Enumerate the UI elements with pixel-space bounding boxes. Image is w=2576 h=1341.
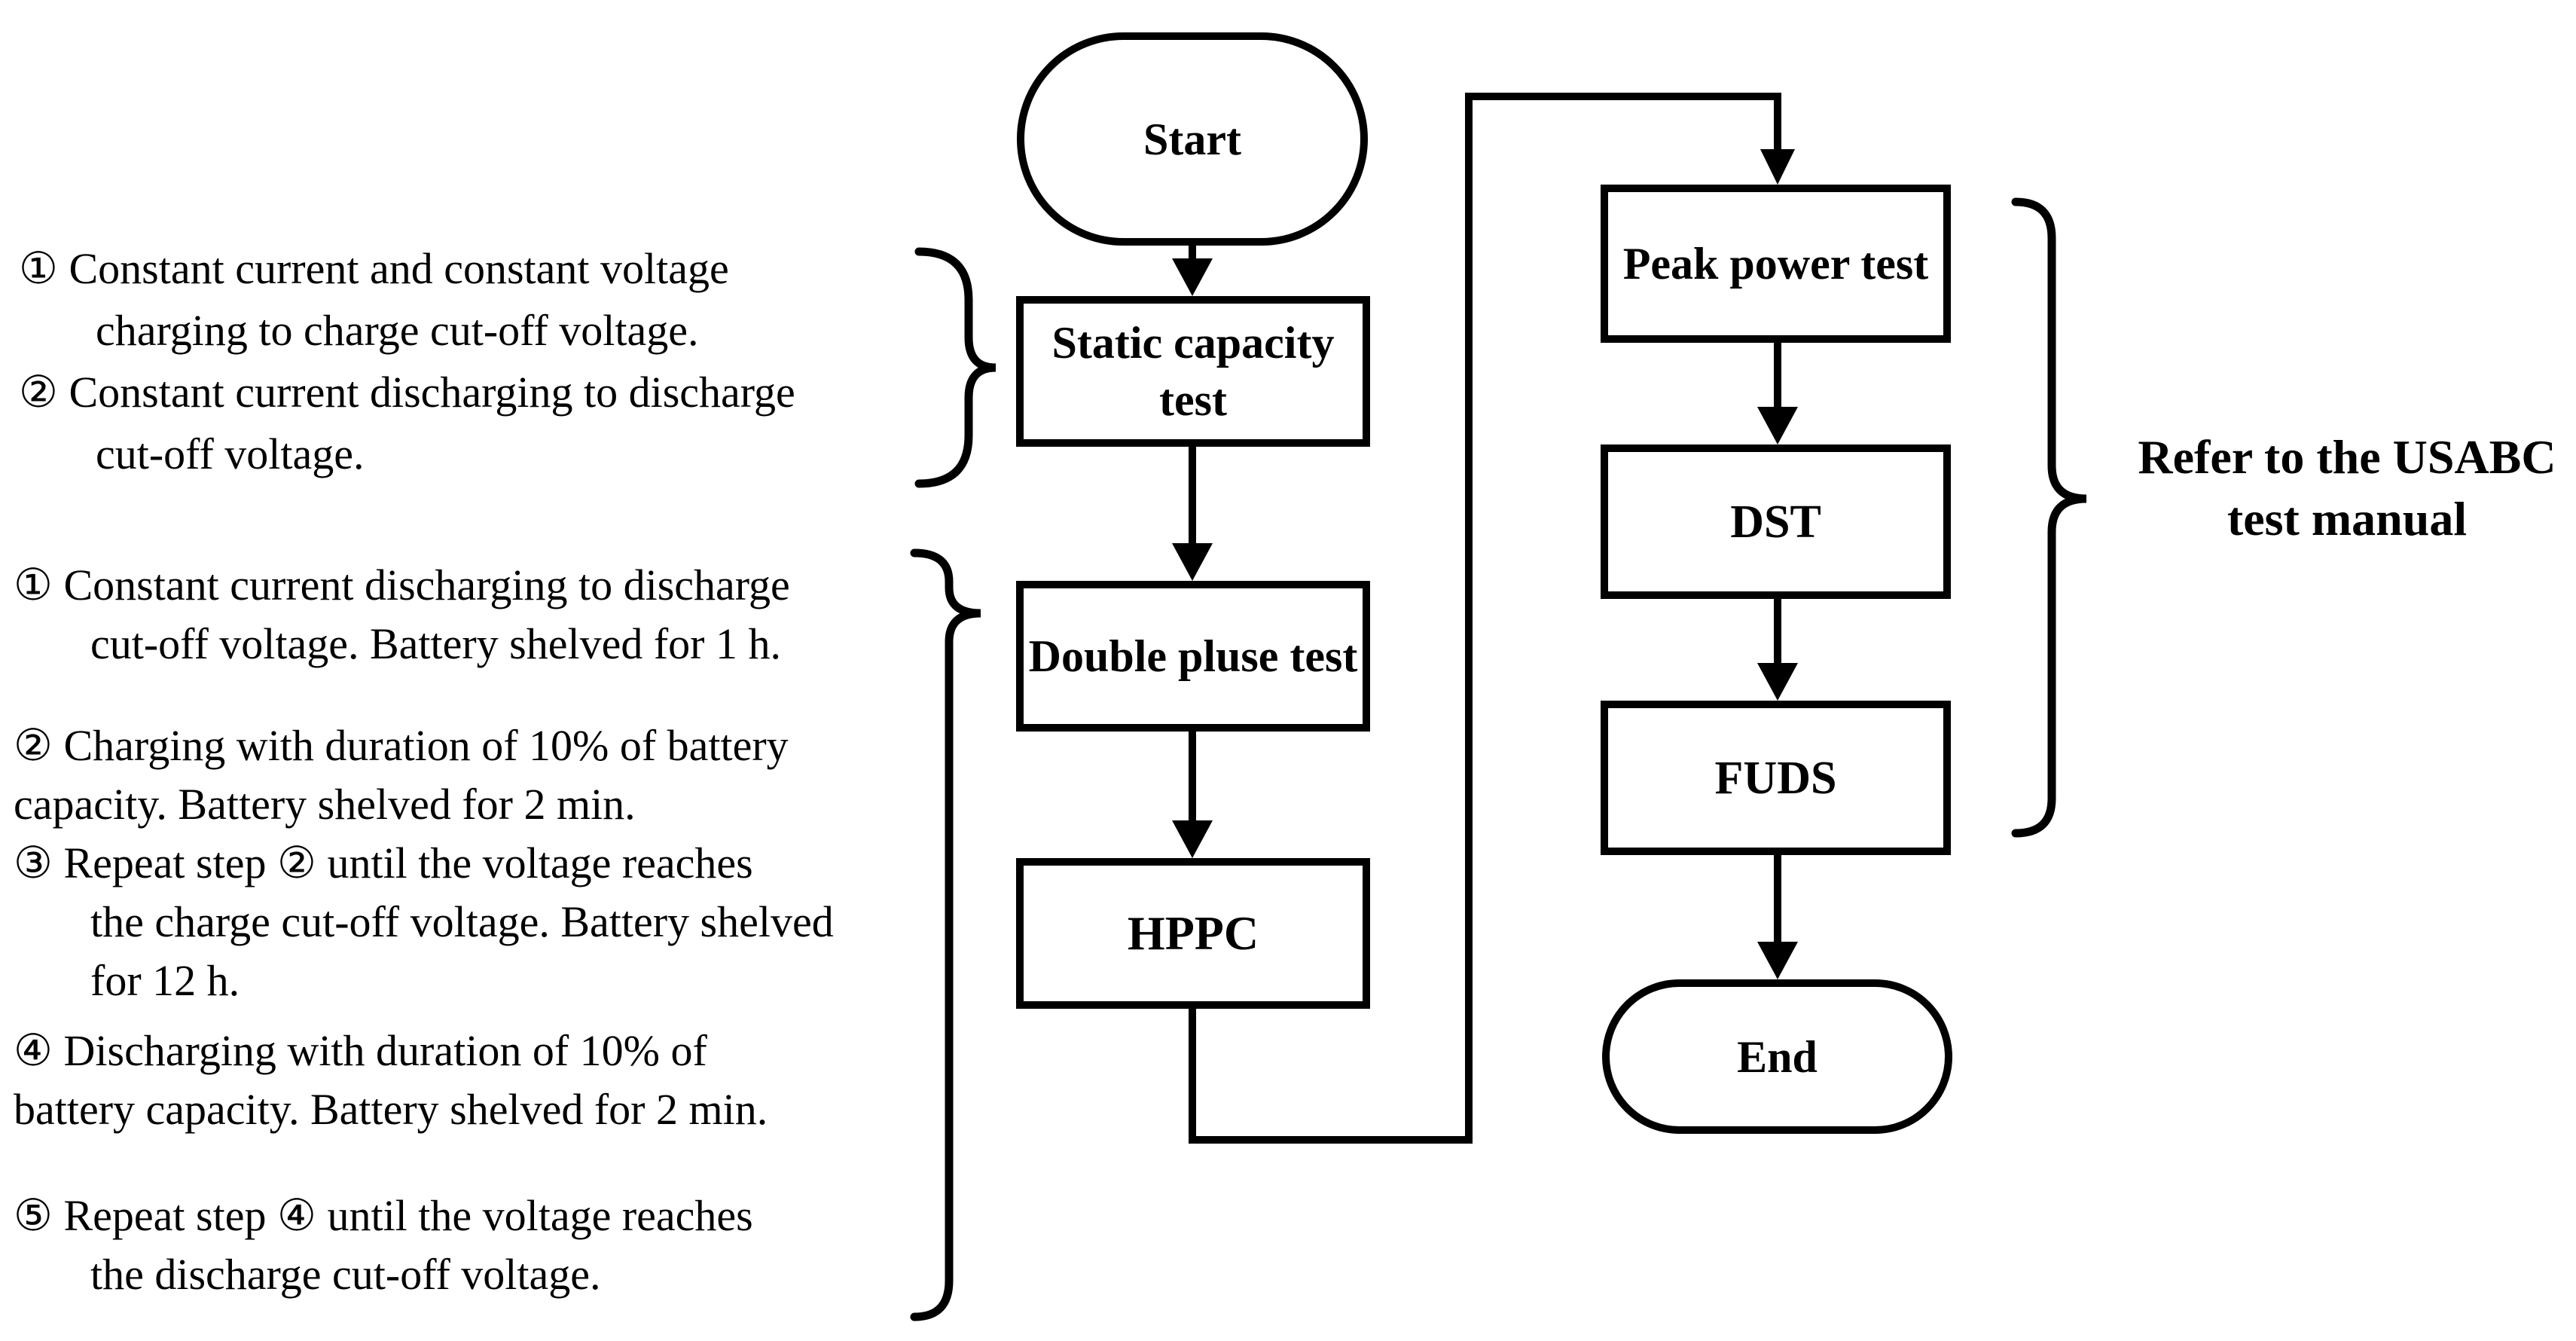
node-peak-power-test: Peak power test [1601,185,1951,343]
node-hppc-label: HPPC [1127,906,1259,960]
arrowhead-fuds-to-end [1757,942,1798,979]
static-capacity-notes: ① Constant current and constant voltage … [19,238,945,485]
note-line: ④ Discharging with duration of 10% of [14,1026,707,1075]
arrowhead-start-to-static [1172,258,1213,296]
node-end: End [1602,979,1952,1134]
note-line: ① Constant current discharging to discha… [14,561,790,609]
arrowhead-dst-to-fuds [1757,663,1798,701]
node-fuds: FUDS [1601,701,1951,855]
node-peak-power-test-label: Peak power test [1622,239,1929,289]
node-dst: DST [1601,444,1951,599]
note-line: ② Charging with duration of 10% of batte… [14,721,789,770]
node-static-capacity-test-label: Static capacity test [1051,318,1335,425]
node-double-pulse-test: Double pluse test [1016,581,1370,732]
note-line: ① Constant current and constant voltage [19,244,729,293]
brace-double-pulse-notes [910,548,981,1321]
note-line: the charge cut-off voltage. Battery shel… [90,897,834,946]
note-line: ② Constant current discharging to discha… [19,368,795,417]
note-line: charging to charge cut-off voltage. [96,306,699,355]
note-line: battery capacity. Battery shelved for 2 … [14,1085,768,1134]
brace-usabc [2011,197,2087,838]
node-start: Start [1017,32,1368,246]
usabc-side-label: Refer to the USABC test manual [2117,426,2576,550]
note-line: capacity. Battery shelved for 2 min. [14,780,636,829]
connector-hppc-to-peak [1189,93,1781,1144]
node-end-label: End [1737,1031,1818,1082]
note-line: ③ Repeat step ② until the voltage reache… [14,839,753,887]
usabc-side-label-line1: Refer to the USABC [2138,430,2556,484]
node-static-capacity-test: Static capacity test [1016,296,1370,447]
arrowhead-static-to-double [1172,543,1213,581]
note-line: for 12 h. [90,956,240,1005]
arrowhead-into-peak [1760,149,1795,185]
usabc-side-label-line2: test manual [2227,492,2468,545]
arrowhead-peak-to-dst [1757,407,1798,444]
note-line: ⑤ Repeat step ④ until the voltage reache… [14,1191,753,1240]
note-line: cut-off voltage. [96,429,365,478]
brace-static-notes [914,247,997,488]
node-dst-label: DST [1730,496,1821,548]
note-line: cut-off voltage. Battery shelved for 1 h… [90,619,781,668]
note-line: the discharge cut-off voltage. [90,1250,601,1299]
node-start-label: Start [1143,114,1241,164]
arrowhead-double-to-hppc [1172,820,1213,858]
double-pulse-notes: ① Constant current discharging to discha… [14,556,948,1304]
node-hppc: HPPC [1016,858,1370,1009]
node-double-pulse-test-label: Double pluse test [1028,631,1358,681]
node-fuds-label: FUDS [1714,752,1837,804]
